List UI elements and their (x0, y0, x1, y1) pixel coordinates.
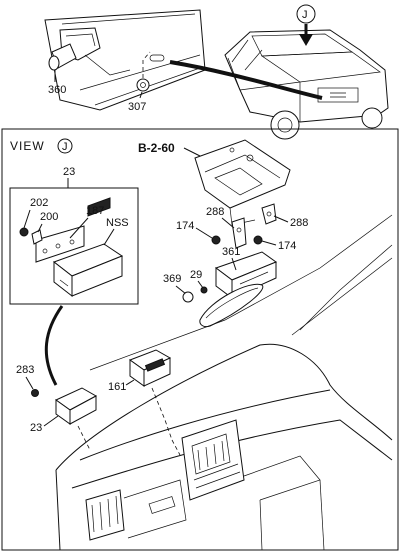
view-title-letter: J (62, 141, 68, 153)
dash-161 (151, 387, 173, 441)
label-307: 307 (128, 101, 146, 113)
view-title-circle (57, 138, 73, 154)
leader-187 (69, 217, 89, 239)
label-361: 361 (222, 246, 240, 258)
view-marker-circle (296, 4, 316, 24)
leader-23-bottom (43, 415, 59, 427)
windshield-line-2 (299, 244, 393, 331)
hardware-cluster (211, 203, 277, 249)
label-202: 202 (30, 197, 48, 209)
leader-nss (103, 228, 115, 246)
label-161: 161 (108, 381, 126, 393)
inset-detail-switch (44, 9, 206, 111)
leader-174-left (195, 227, 213, 239)
label-174-right: 174 (278, 240, 296, 252)
leader-200 (37, 223, 43, 233)
unit-23-installed (31, 387, 98, 425)
reference-code: B-2-60 (138, 141, 175, 155)
inset-pointer (44, 305, 64, 386)
label-29: 29 (190, 269, 202, 281)
label-369: 369 (163, 273, 181, 285)
label-23-bottom: 23 (30, 422, 42, 434)
leader-307 (139, 91, 143, 99)
view-arrow-head (299, 34, 313, 46)
mount-bracket (194, 139, 291, 226)
windshield-line-1 (89, 214, 393, 371)
clip-369 (182, 291, 194, 303)
dashboard-panel (55, 343, 393, 551)
label-288-right: 288 (290, 217, 308, 229)
leader-161 (125, 379, 135, 386)
inset-box-23 (9, 187, 139, 305)
label-283: 283 (16, 364, 34, 376)
leader-288-left (221, 217, 235, 229)
pointer-line (169, 60, 323, 100)
view-title: VIEW (10, 139, 45, 153)
dash-23 (77, 425, 91, 451)
vehicle-illustration (224, 29, 389, 140)
leader-288-right (273, 215, 289, 223)
view-frame (1, 128, 399, 551)
windshield-line-3 (291, 257, 393, 336)
label-200: 200 (40, 211, 58, 223)
label-174-left: 174 (176, 220, 194, 232)
leader-361 (231, 257, 237, 271)
label-nss: NSS (106, 217, 129, 229)
overhead-console (199, 251, 278, 328)
label-360: 360 (48, 84, 66, 96)
label-23-top: 23 (63, 166, 75, 178)
leader-369 (175, 285, 187, 295)
switch-unit-161 (128, 349, 172, 387)
label-187: 187 (86, 205, 104, 217)
leader-202 (23, 209, 31, 229)
unit-23-detail (19, 197, 124, 298)
label-288-left: 288 (206, 206, 224, 218)
leader-29 (197, 280, 204, 289)
leader-283 (25, 376, 34, 390)
view-marker-letter: J (302, 9, 308, 21)
leader-174-right (261, 240, 277, 246)
